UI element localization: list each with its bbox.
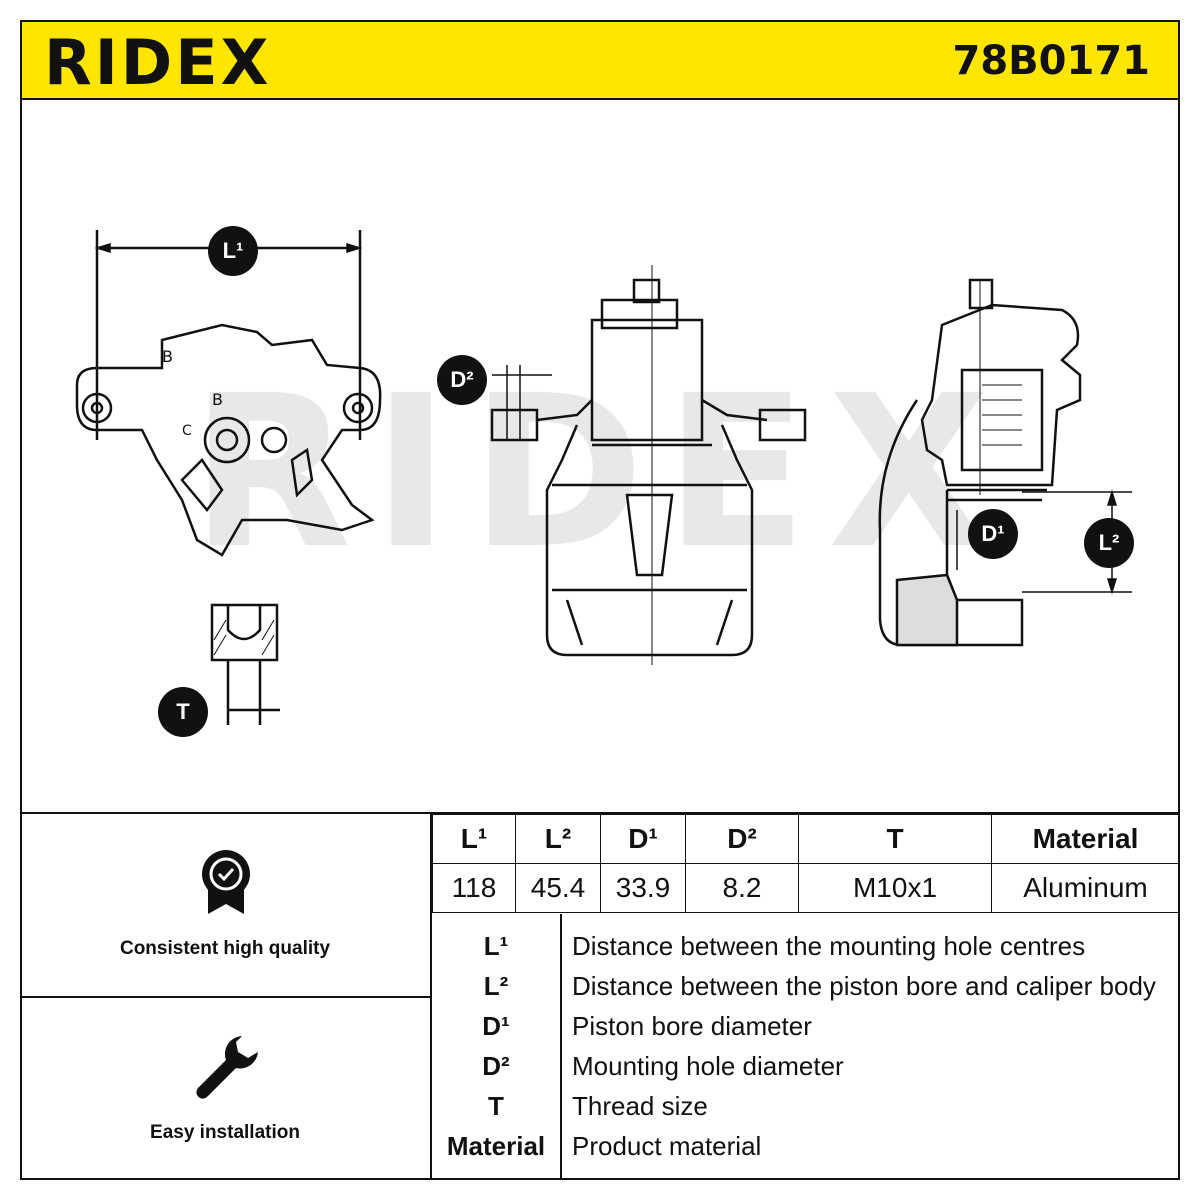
header-bar: RIDEX 78B0171 [20, 20, 1180, 100]
specs-value-cell: 45.4 [515, 863, 601, 913]
legend-row: Material Product material [432, 1126, 1180, 1166]
specs-value-cell: M10x1 [798, 863, 992, 913]
brand-logo: RIDEX [44, 26, 272, 99]
specs-value-row: 118 45.4 33.9 8.2 M10x1 Aluminum [432, 863, 1180, 913]
specs-header-cell: D¹ [600, 814, 686, 864]
legend-text: Mounting hole diameter [572, 1050, 844, 1081]
d2-callout: D² [437, 355, 487, 405]
features-divider [430, 812, 432, 1180]
legend-row: L¹ Distance between the mounting hole ce… [432, 926, 1180, 966]
legend-divider [560, 914, 562, 1180]
specs-header-cell: L¹ [432, 814, 516, 864]
caliper-side-view: B B C [75, 230, 382, 557]
section-divider [20, 812, 1180, 814]
d2-dimension [492, 365, 552, 440]
l2-callout: L² [1084, 518, 1134, 568]
legend-text: Distance between the piston bore and cal… [572, 970, 1156, 1001]
t-callout: T [158, 687, 208, 737]
legend-text: Distance between the mounting hole centr… [572, 930, 1086, 961]
specs-header-cell: Material [991, 814, 1180, 864]
specs-table: L¹ L² D¹ D² T Material 118 45.4 33.9 8.2… [432, 814, 1180, 913]
specs-value-cell: 33.9 [600, 863, 686, 913]
caliper-front-view [490, 265, 807, 665]
legend-row: T Thread size [432, 1086, 1180, 1126]
technical-drawing: RIDEX B B C [22, 100, 1178, 812]
svg-text:B: B [212, 390, 223, 409]
caliper-drawing-svg: RIDEX B B C [75, 230, 1132, 725]
legend-key: L¹ [483, 930, 509, 961]
legend-text: Product material [572, 1130, 762, 1161]
l1-callout: L¹ [208, 226, 258, 276]
feature-quality-label: Consistent high quality [119, 938, 331, 959]
wrench-icon [196, 1036, 258, 1099]
legend-row: D² Mounting hole diameter [432, 1046, 1180, 1086]
legend-key: L² [483, 970, 509, 1001]
l1-dimension [94, 242, 363, 254]
watermark-text: RIDEX [190, 350, 1010, 595]
caliper-section-view [878, 278, 1082, 647]
part-number: 78B0171 [952, 38, 1150, 84]
legend-text: Thread size [572, 1090, 708, 1121]
features-row-divider [20, 996, 430, 998]
legend-key: D¹ [482, 1010, 510, 1041]
thread-detail-view [210, 603, 280, 725]
specs-header-cell: D² [685, 814, 799, 864]
legend-text: Piston bore diameter [572, 1010, 812, 1041]
legend-key: T [488, 1090, 504, 1121]
specs-header-row: L¹ L² D¹ D² T Material [432, 814, 1180, 864]
specs-header-cell: T [798, 814, 992, 864]
legend-key: Material [446, 1130, 546, 1161]
specs-value-cell: 8.2 [685, 863, 799, 913]
feature-installation-label: Easy installation [150, 1122, 300, 1143]
specs-header-cell: L² [515, 814, 601, 864]
quality-badge-icon [202, 850, 250, 914]
legend-row: D¹ Piston bore diameter [432, 1006, 1180, 1046]
legend-row: L² Distance between the piston bore and … [432, 966, 1180, 1006]
d1-callout: D¹ [968, 509, 1018, 559]
specs-value-cell: Aluminum [991, 863, 1180, 913]
svg-text:B: B [162, 347, 173, 366]
specs-value-cell: 118 [432, 863, 516, 913]
svg-text:C: C [182, 423, 192, 439]
legend-key: D² [482, 1050, 510, 1081]
